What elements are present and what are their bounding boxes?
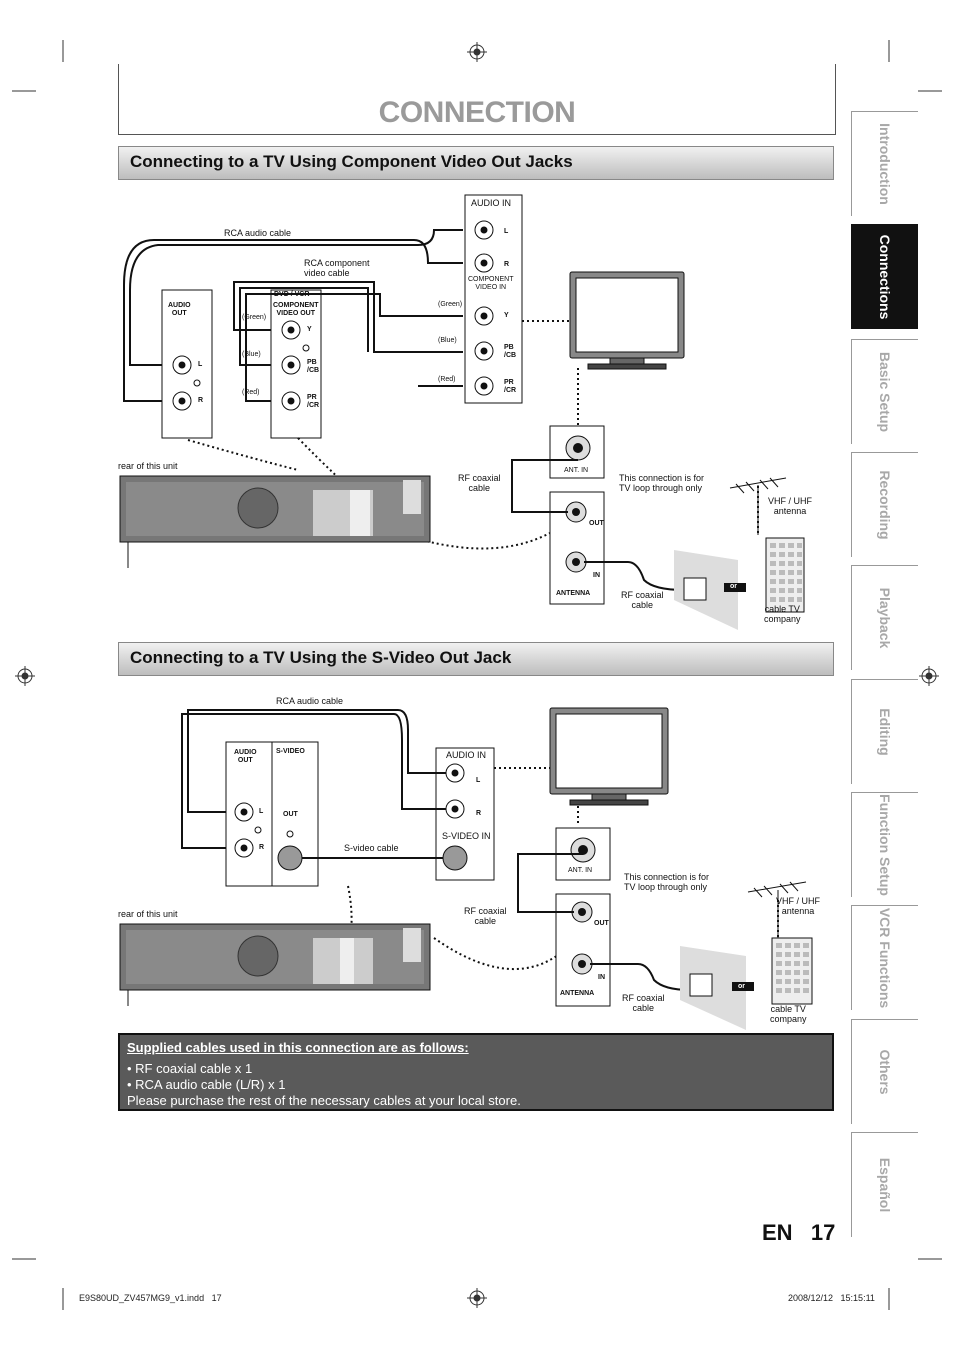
tab-vcr-functions[interactable]: VCR Functions <box>851 905 918 1010</box>
antenna-label: ANTENNA <box>560 990 595 997</box>
supplied-line-3: Please purchase the rest of the necessar… <box>127 1093 521 1108</box>
supplied-line-1: • RF coaxial cable x 1 <box>127 1061 253 1076</box>
in-label: IN <box>598 974 605 981</box>
antenna-icon <box>729 477 787 535</box>
rca-component-cable-label: RCA component video cable <box>304 258 370 278</box>
component-diagram-graphics <box>119 194 805 630</box>
out-label: OUT <box>589 520 604 527</box>
cable-tv-company-label: cable TV company <box>770 1004 807 1024</box>
audio-in-label: AUDIO IN <box>471 198 512 208</box>
pb-out-label: PB /CB <box>307 359 320 374</box>
audio-in-label: AUDIO IN <box>446 750 487 760</box>
audio-out-label: AUDIO OUT <box>234 749 257 764</box>
audio-out-r-label: R <box>198 397 204 404</box>
component-connection-diagram: RCA audio cable RCA component video cabl… <box>118 190 834 630</box>
audio-in-r-label: R <box>504 261 510 268</box>
section-heading-text: Connecting to a TV Using the S-Video Out… <box>130 648 512 667</box>
vcr-dvd-unit-icon <box>119 923 431 1006</box>
red-in-label: (Red) <box>438 376 456 383</box>
green-in-label: (Green) <box>438 301 463 308</box>
page-number: EN 17 <box>762 1220 835 1246</box>
supplied-line-2: • RCA audio cable (L/R) x 1 <box>127 1077 286 1092</box>
supplied-cables-box: Supplied cables used in this connection … <box>118 1033 834 1111</box>
tv-icon <box>569 271 685 370</box>
ant-in-label: ANT. IN <box>568 867 593 874</box>
rca-audio-cable-label: RCA audio cable <box>224 228 292 238</box>
ant-in-label: ANT. IN <box>564 467 589 474</box>
page-number-value: 17 <box>810 1220 836 1245</box>
dvd-vcr-label: DVD / VCR <box>274 291 310 298</box>
tab-playback[interactable]: Playback <box>851 565 918 670</box>
language-code: EN <box>762 1220 793 1245</box>
footer-date: 2008/12/12 15:15:11 <box>788 1293 875 1303</box>
s-video-cable-label: S-video cable <box>344 843 399 853</box>
pr-in-label: PR /CR <box>504 379 517 394</box>
supplied-heading: Supplied cables used in this connection … <box>127 1040 469 1055</box>
audio-in-r-label: R <box>476 810 482 817</box>
tv-icon <box>549 707 669 806</box>
rf-coaxial-cable-label-1: RF coaxial cable <box>458 473 501 493</box>
rf-coaxial-cable-label-2: RF coaxial cable <box>621 590 664 610</box>
audio-in-l-label: L <box>504 228 509 235</box>
or-label: or <box>730 583 737 590</box>
blue-out-label: (Blue) <box>242 351 261 358</box>
in-label: IN <box>593 572 600 579</box>
red-out-label: (Red) <box>242 389 260 396</box>
antenna-label: ANTENNA <box>556 590 591 597</box>
loop-note-label: This connection is for TV loop through o… <box>624 872 710 892</box>
rf-coaxial-cable-label-2: RF coaxial cable <box>622 993 665 1013</box>
vhf-uhf-label: VHF / UHF antenna <box>776 896 820 916</box>
tab-espanol[interactable]: Español <box>851 1132 918 1237</box>
rca-audio-cable-label: RCA audio cable <box>276 696 344 706</box>
audio-out-r-label: R <box>259 844 265 851</box>
pb-in-label: PB /CB <box>504 344 517 359</box>
cable-tv-company-label: cable TV company <box>764 604 801 624</box>
audio-out-l-label: L <box>259 808 264 815</box>
s-video-in-label: S-VIDEO IN <box>442 831 491 841</box>
audio-out-l-label: L <box>198 361 203 368</box>
wall-outlet-icon <box>674 550 746 630</box>
section-heading-component: Connecting to a TV Using Component Video… <box>118 146 834 180</box>
tab-basic-setup[interactable]: Basic Setup <box>851 339 918 444</box>
loop-note-label: This connection is for TV loop through o… <box>619 473 705 493</box>
rf-coaxial-cable-label-1: RF coaxial cable <box>464 906 507 926</box>
blue-in-label: (Blue) <box>438 337 457 344</box>
s-video-out-label: OUT <box>283 811 298 818</box>
registration-mark-icon <box>15 42 939 1308</box>
or-label: or <box>738 983 745 990</box>
section-heading-text: Connecting to a TV Using Component Video… <box>130 152 573 171</box>
pr-out-label: PR /CR <box>307 394 320 409</box>
page-title: CONNECTION <box>378 96 576 129</box>
section-heading-svideo: Connecting to a TV Using the S-Video Out… <box>118 642 834 676</box>
wall-outlet-icon <box>680 946 754 1030</box>
green-out-label: (Green) <box>242 314 267 321</box>
tab-connections[interactable]: Connections <box>851 224 918 329</box>
building-icon <box>765 537 805 613</box>
tab-others[interactable]: Others <box>851 1019 918 1124</box>
s-video-out-panel-label: S-VIDEO <box>276 748 305 755</box>
component-video-in-label: COMPONENT VIDEO IN <box>468 276 514 291</box>
rear-of-unit-label: rear of this unit <box>118 461 178 471</box>
rear-of-unit-label: rear of this unit <box>118 909 178 919</box>
tab-introduction[interactable]: Introduction <box>851 111 918 216</box>
antenna-icon <box>747 881 807 938</box>
tab-recording[interactable]: Recording <box>851 452 918 557</box>
y-out-label: Y <box>307 326 312 333</box>
tab-editing[interactable]: Editing <box>851 679 918 784</box>
building-icon <box>771 937 813 1005</box>
out-label: OUT <box>594 920 609 927</box>
svideo-connection-diagram: RCA audio cable AUDIO OUT S-VIDEO OUT L … <box>118 690 834 1030</box>
title-box: CONNECTION <box>118 64 836 135</box>
svideo-diagram-graphics <box>119 707 813 1030</box>
vcr-dvd-unit-icon <box>119 475 431 568</box>
audio-in-l-label: L <box>476 777 481 784</box>
y-in-label: Y <box>504 312 509 319</box>
tab-function-setup[interactable]: Function Setup <box>851 792 918 897</box>
component-video-out-label: COMPONENT VIDEO OUT <box>273 302 319 317</box>
vhf-uhf-label: VHF / UHF antenna <box>768 496 812 516</box>
footer-file: E9S80UD_ZV457MG9_v1.indd 17 <box>79 1293 222 1303</box>
audio-out-label: AUDIO OUT <box>168 302 191 317</box>
